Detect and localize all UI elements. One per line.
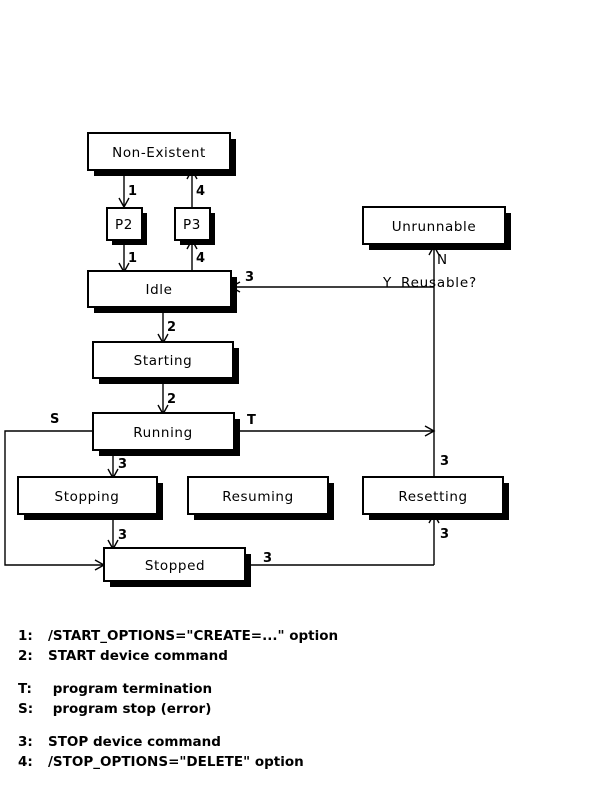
- edge-label-running-terminate: T: [247, 413, 256, 428]
- decision-question-label: Reusable?: [401, 275, 477, 291]
- legend-row: 4: /STOP_OPTIONS="DELETE" option: [18, 752, 588, 772]
- edge-label-running-stop-error: S: [50, 412, 59, 427]
- state-non-existent-box[interactable]: [87, 132, 231, 171]
- state-p3[interactable]: P3: [174, 207, 215, 245]
- state-resetting-box[interactable]: [362, 476, 504, 515]
- state-unrunnable[interactable]: Unrunnable: [362, 206, 511, 250]
- edge-running-stop-error-to-stopped: [4, 430, 104, 566]
- legend-text: /START_OPTIONS="CREATE=..." option: [48, 628, 339, 644]
- edge-label-running-to-resetting: 3: [440, 454, 449, 469]
- state-resuming[interactable]: Resuming: [187, 476, 334, 520]
- state-p2-label: P2: [115, 217, 133, 233]
- state-stopping[interactable]: Stopping: [17, 476, 163, 520]
- state-p2-box[interactable]: [106, 207, 143, 241]
- legend-text: /STOP_OPTIONS="DELETE" option: [48, 754, 304, 770]
- legend-row: T: program termination: [18, 679, 588, 699]
- state-unrunnable-label: Unrunnable: [392, 219, 477, 235]
- state-stopping-box[interactable]: [17, 476, 158, 515]
- state-idle-box[interactable]: [87, 270, 232, 308]
- legend-row: 3: STOP device command: [18, 732, 588, 752]
- legend-row: 1: /START_OPTIONS="CREATE=..." option: [18, 626, 588, 646]
- edge-label-stopped-reset-3: 3: [263, 551, 272, 566]
- edge-label-idle-to-starting: 2: [167, 320, 176, 335]
- decision-reusable: Y Reusable? N: [382, 252, 477, 291]
- edge-label-reusable-to-idle: 3: [245, 270, 254, 285]
- legend-key: S:: [18, 701, 34, 717]
- edge-label-stopped-to-resetting: 3: [440, 527, 449, 542]
- state-idle[interactable]: Idle: [87, 270, 237, 313]
- state-resetting[interactable]: Resetting: [362, 476, 509, 520]
- edge-label-p3-to-nonexistent: 4: [196, 184, 205, 199]
- decision-no-label: N: [437, 252, 448, 268]
- edge-label-idle-to-p3: 4: [196, 251, 205, 266]
- state-unrunnable-box[interactable]: [362, 206, 506, 245]
- state-idle-label: Idle: [145, 282, 172, 298]
- state-running[interactable]: Running: [92, 412, 240, 456]
- state-non-existent-label: Non-Existent: [112, 145, 206, 161]
- state-starting-box[interactable]: [92, 341, 234, 379]
- edge-label-starting-to-running: 2: [167, 392, 176, 407]
- state-running-box[interactable]: [92, 412, 235, 451]
- state-p3-label: P3: [183, 217, 201, 233]
- state-non-existent[interactable]: Non-Existent: [87, 132, 236, 176]
- state-stopping-label: Stopping: [55, 489, 120, 505]
- edge-label-nonexistent-to-p2: 1: [128, 184, 137, 199]
- state-resetting-label: Resetting: [398, 489, 467, 505]
- state-running-label: Running: [133, 425, 193, 441]
- edge-label-running-to-stopping: 3: [118, 457, 127, 472]
- edge-labels-layer: 1 4 1 4 3 2 2 S T 3 3 3 3 3: [50, 184, 449, 566]
- states-layer: Non-Existent P2 P3 Idle: [17, 132, 511, 587]
- legend: 1: /START_OPTIONS="CREATE=..." option 2:…: [18, 626, 588, 785]
- legend-text: START device command: [48, 648, 228, 664]
- edge-label-p2-to-idle: 1: [128, 251, 137, 266]
- legend-key: 1:: [18, 628, 33, 644]
- state-p2[interactable]: P2: [106, 207, 147, 245]
- legend-key: 3:: [18, 734, 33, 750]
- legend-key: 4:: [18, 754, 33, 770]
- legend-key: T:: [18, 681, 32, 697]
- state-starting[interactable]: Starting: [92, 341, 239, 384]
- state-resuming-box[interactable]: [187, 476, 329, 515]
- state-starting-label: Starting: [134, 353, 193, 369]
- legend-row: 2: START device command: [18, 646, 588, 666]
- edge-label-stopping-to-stopped: 3: [118, 528, 127, 543]
- state-p3-box[interactable]: [174, 207, 211, 241]
- legend-text: STOP device command: [48, 734, 221, 750]
- state-stopped-label: Stopped: [145, 558, 205, 574]
- legend-group-start-options: 1: /START_OPTIONS="CREATE=..." option 2:…: [18, 626, 588, 666]
- legend-row: S: program stop (error): [18, 699, 588, 719]
- legend-group-stop-options: 3: STOP device command 4: /STOP_OPTIONS=…: [18, 732, 588, 772]
- state-stopped[interactable]: Stopped: [103, 547, 251, 587]
- legend-text: program stop (error): [48, 701, 212, 717]
- legend-key: 2:: [18, 648, 33, 664]
- legend-group-program-events: T: program termination S: program stop (…: [18, 679, 588, 719]
- state-resuming-label: Resuming: [222, 489, 294, 505]
- state-stopped-box[interactable]: [103, 547, 246, 582]
- edges-layer: [4, 168, 440, 571]
- legend-text: program termination: [48, 681, 213, 697]
- decision-yes-label: Y: [382, 275, 392, 291]
